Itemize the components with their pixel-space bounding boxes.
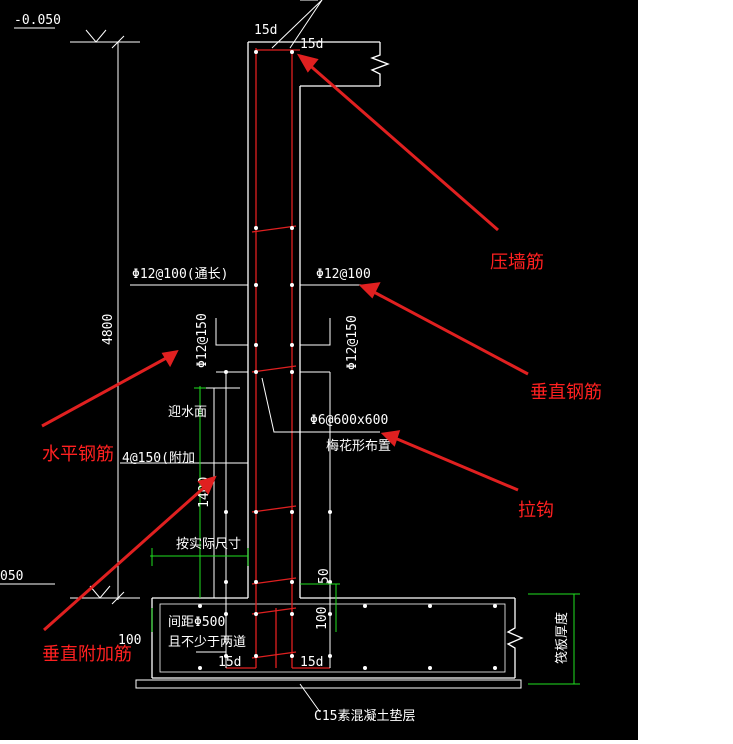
dim-100-label: 100 — [315, 607, 330, 630]
rebar-label-left: Φ12@100(通长) — [132, 267, 228, 282]
cushion-label: C15素混凝土垫层 — [314, 708, 415, 724]
cushion-layer — [135, 679, 522, 689]
spacing-label-a: 间距Φ500 — [168, 615, 225, 630]
slab-thickness-label: 筏板厚度 — [554, 612, 570, 664]
tie-hook-4 — [251, 577, 297, 585]
annotation-vertical-bar: 垂直钢筋 — [530, 382, 602, 403]
annotation-arrows — [41, 53, 529, 632]
elevation-marker-top — [14, 27, 140, 600]
leader-lines — [120, 0, 380, 713]
dim-15d-top-a: 15d — [254, 23, 277, 38]
dim-50-label: 50 — [317, 568, 332, 584]
rebar-vert-label-left: Φ12@150 — [195, 313, 210, 368]
arrow-vertical-additional-bar — [43, 482, 209, 632]
drawing-background — [0, 0, 638, 740]
horizontal-bar-spec: 4@150(附加 — [122, 451, 195, 466]
green-dimension-lines — [150, 386, 580, 685]
arrow-vertical-bar — [369, 288, 529, 376]
dim-height-total: 4800 — [101, 314, 116, 345]
annotation-press-wall-bar: 压墙筋 — [490, 252, 544, 273]
dim-15d-top-b: 15d — [300, 37, 323, 52]
wall-outline — [247, 41, 390, 598]
tie-hook-2 — [251, 365, 297, 373]
arrow-horizontal-bar — [41, 354, 171, 428]
elevation-label-bottom: 050 — [0, 569, 23, 584]
rebar-vert-label-right: Φ12@150 — [345, 315, 360, 370]
tie-hook-3 — [251, 505, 297, 513]
annotation-tie-hook: 拉钩 — [518, 500, 554, 521]
annotation-vertical-additional-bar: 垂直附加筋 — [42, 644, 132, 665]
rebar-group — [226, 48, 330, 669]
dim-100b-label: 100 — [118, 633, 141, 648]
dim-15d-bottom-a: 15d — [218, 655, 241, 670]
rebar-dots — [198, 50, 497, 670]
annotation-horizontal-bar: 水平钢筋 — [42, 444, 114, 465]
tie-spec-label: Φ6@600x600 — [310, 413, 388, 428]
tie-hook-1 — [251, 225, 297, 233]
dim-15d-bottom-b: 15d — [300, 655, 323, 670]
slab-inner-rebar-box — [159, 603, 506, 673]
elevation-label-top: -0.050 — [14, 13, 61, 28]
arrow-tie-hook — [389, 434, 519, 492]
tie-hook-5 — [251, 607, 297, 615]
arrow-press-wall-bar — [305, 60, 499, 232]
water-face-label: 迎水面 — [168, 405, 207, 420]
actual-size-label: 按实际尺寸 — [176, 537, 241, 552]
spacing-label-b: 且不少于两道 — [168, 635, 246, 650]
tie-note-label: 梅花形布置 — [326, 438, 391, 454]
rebar-label-right: Φ12@100 — [316, 267, 371, 282]
tie-hook-6 — [251, 651, 297, 659]
